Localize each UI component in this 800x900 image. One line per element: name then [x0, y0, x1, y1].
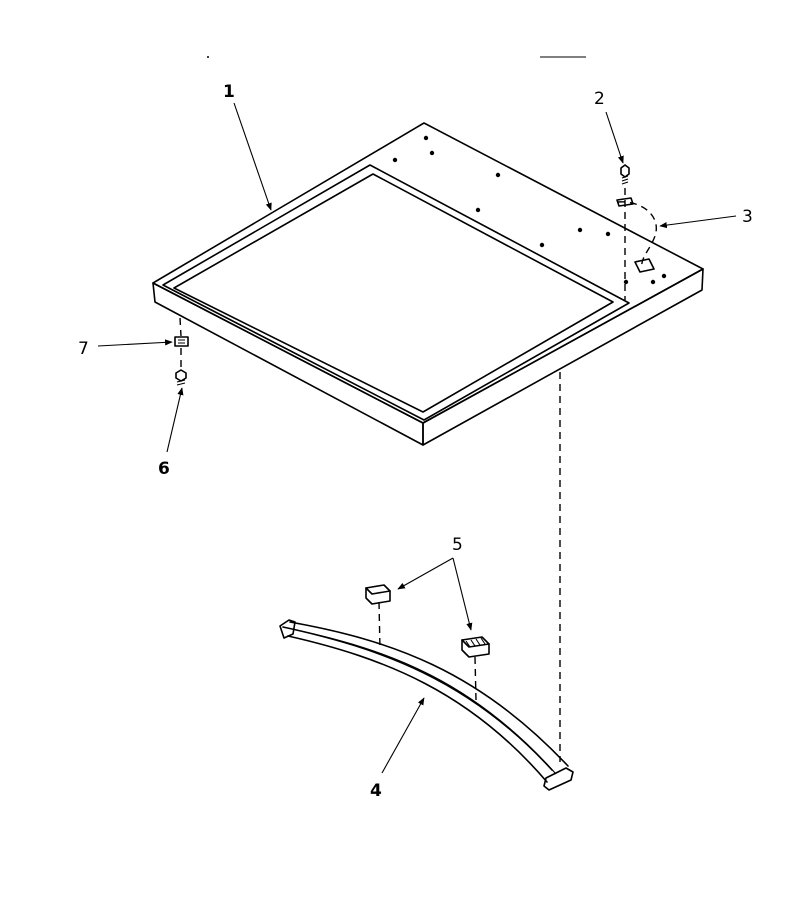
- trim-strip-part-4: [279, 601, 574, 791]
- pads-part-5: [365, 584, 490, 658]
- callout-4: 4: [370, 781, 382, 801]
- callout-2: 2: [594, 89, 605, 109]
- clip-part-7: [174, 317, 189, 368]
- callout-1: 1: [223, 82, 235, 102]
- callout-5: 5: [452, 535, 463, 555]
- header-dot: [207, 56, 209, 58]
- screw-part-2: [620, 164, 630, 300]
- callout-6: 6: [158, 459, 170, 479]
- wire-bracket-part-3: [616, 197, 657, 273]
- top-panel: [152, 122, 704, 446]
- bolt-part-6: [175, 369, 187, 386]
- callout-3: 3: [742, 207, 753, 227]
- callout-7: 7: [78, 339, 89, 359]
- leader-lines: [97, 102, 737, 774]
